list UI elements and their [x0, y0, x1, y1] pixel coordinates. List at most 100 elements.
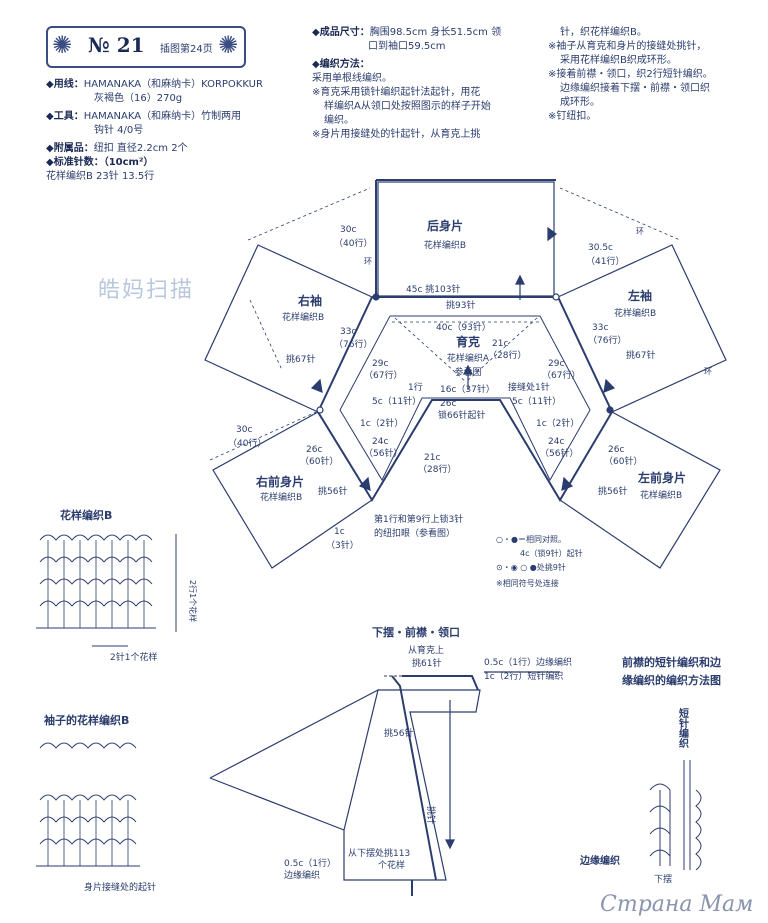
method-chart: [649, 760, 702, 871]
method-line-1: 采用单根线编织。: [312, 73, 392, 84]
accessory-label: ◆附属品：: [46, 143, 94, 154]
dim-26-left: 26c: [306, 445, 322, 455]
method-line-2a: ※育克采用锁针编织起针法起针，用花: [312, 87, 481, 98]
dim-28-bottom: （28行）: [418, 463, 456, 475]
sleeve-b-start: 身片接缝处的起针: [84, 881, 156, 893]
dim-1c-right: 1c（2针）: [536, 417, 579, 429]
hem-from-bottom: 从下摆处挑113: [348, 847, 410, 859]
right-sleeve-title: 右袖: [297, 293, 322, 308]
dim-16: 16c（37针）: [440, 383, 495, 395]
left-sleeve-sub: 花样编织B: [614, 307, 656, 319]
method-line-2c: 编织。: [324, 115, 354, 126]
dim-56-right: （56针）: [540, 447, 578, 459]
back-sub: 花样编织B: [424, 239, 466, 251]
tool-size: 钩针 4/0号: [94, 125, 144, 136]
pick-67-right: 挑67针: [626, 349, 655, 361]
top-45: 45c 挑103针: [406, 283, 460, 295]
badge-page: 插图第24页: [160, 44, 213, 55]
chain-66: 锁66针起针: [438, 409, 485, 421]
left-front-title: 左前身片: [637, 470, 686, 485]
sleeve-b-title: 袖子的花样编织B: [44, 713, 129, 727]
yoke-title: 育克: [456, 334, 480, 349]
badge-right-ornament: ✺: [218, 31, 239, 59]
pattern-b-rows: 2行1个花样: [188, 580, 198, 622]
col3-line-4: ※接着前襟・领口，织2行短针编织。: [548, 69, 713, 80]
gauge-text: 花样编织B 23针 13.5行: [46, 171, 155, 182]
hem-pick-col: 挑针: [425, 806, 437, 824]
ring-label-1: 环: [364, 257, 372, 266]
materials-block: ◆用线：HAMANAKA（和麻纳卡）KORPOKKUR 灰褐色（16）270g …: [46, 78, 296, 184]
dim-26-right: 26c: [608, 445, 624, 455]
method-line-3a: ※身片用接缝处的针起针，从育克上挑: [312, 129, 481, 140]
pattern-b-chart: [36, 534, 177, 647]
brand-watermark: Страна Мам: [600, 892, 754, 917]
right-front-sub: 花样编织B: [260, 491, 302, 503]
front-dim: 30c: [236, 425, 252, 435]
dim-21-top: 21c: [492, 339, 508, 349]
dim-76-left: （76行）: [334, 338, 372, 350]
buttonhole-2: 的纽扣眼（参看图）: [374, 527, 455, 539]
yarn-text: HAMANAKA（和麻纳卡）KORPOKKUR: [83, 79, 263, 90]
dim-67-right: （67行）: [542, 369, 580, 381]
col3-line-2: ※袖子从育克和身片的接缝处挑针，: [548, 41, 707, 52]
yoke-40: 40c（93针）: [436, 321, 491, 333]
legend-1: ○・●＝相同对照。: [496, 534, 566, 544]
dim-67-left: （67行）: [364, 369, 402, 381]
hem-pattern-count: 个花样: [378, 859, 405, 871]
left-sleeve-panel: [557, 244, 727, 413]
hem-title: 下摆・前襟・领口: [372, 625, 460, 639]
gauge-label: ◆标准针数：（10cm²）: [46, 157, 154, 168]
col3-line-6: 成环形。: [560, 97, 600, 108]
accessory-text: 纽扣 直径2.2cm 2个: [93, 143, 188, 154]
dim-24-right: 24c: [548, 437, 564, 447]
dim-56-left: （56针）: [364, 447, 402, 459]
legend-3: ⊙・◉ ○ ●处挑9针: [496, 562, 566, 572]
back-dim-rows: （40行）: [334, 237, 372, 249]
size-text: 胸围98.5cm 身长51.5cm 领: [369, 27, 502, 38]
col3-line-1: 针，织花样编织B。: [560, 27, 647, 38]
yoke-outline: [316, 296, 614, 502]
right-sleeve-sub: 花样编织B: [282, 311, 324, 323]
col3-line-7: ※钉纽扣。: [548, 111, 597, 122]
pick-56-right: 挑56针: [598, 485, 627, 497]
cont-1: 接缝处1针: [508, 381, 550, 393]
pattern-b-repeat: 2针1个花样: [110, 651, 157, 663]
method-edge: 边缘编织: [579, 854, 620, 867]
legend-2: 4c（锁9针）起针: [520, 548, 583, 558]
yoke-ref: 参看图: [454, 366, 481, 378]
dim-29-left: 29c: [372, 359, 388, 369]
right-front-title: 右前身片: [255, 474, 304, 489]
yarn-color: 灰褐色（16）270g: [94, 93, 183, 104]
method-bottom: 下摆: [654, 873, 672, 885]
one-row: 1行: [408, 381, 423, 393]
size-text-2: 口到袖口59.5cm: [368, 41, 446, 52]
yoke-sub: 花样编织A: [447, 352, 490, 364]
dim-28-top: （28行）: [488, 349, 526, 361]
back-dim: 30c: [340, 225, 356, 235]
sleeve-b-chart: [36, 742, 140, 867]
method-col-3: 针，织花样编织B。 ※袖子从育克和身片的接缝处挑针， 采用花样编织B织成环形。 …: [548, 26, 763, 124]
legend-4: ※相同符号处连接: [496, 578, 559, 588]
hem-short-1c: 1c（2行）短针编织: [484, 670, 563, 682]
left-sleeve-title: 左袖: [627, 288, 652, 303]
ring-label-3: 环: [704, 367, 712, 376]
left-front-sub: 花样编织B: [640, 489, 682, 501]
dim-21-bottom: 21c: [424, 453, 440, 463]
pattern-b-title: 花样编织B: [60, 508, 112, 522]
front-dim-rows: （40行）: [228, 437, 266, 449]
dim-29-right: 29c: [548, 359, 564, 369]
dim-76-right: （76行）: [588, 334, 626, 346]
pick-56-left: 挑56针: [318, 485, 347, 497]
buttonhole-1: 第1行和第9行上锁3针: [374, 513, 463, 525]
method-short-v: 短针编织: [677, 707, 689, 749]
tool-text: HAMANAKA（和麻纳卡）竹制两用: [83, 111, 242, 122]
col3-line-5: 边缘编织接着下摆・前襟・领口织: [560, 83, 710, 94]
dim-5-left: 5c（11针）: [372, 395, 421, 407]
method-line-2b: 样编织A从领口处按照图示的样子开始: [324, 101, 491, 112]
pattern-badge: ✺ № 21 插图第24页 ✺: [46, 26, 246, 68]
tool-label: ◆工具：: [46, 111, 84, 122]
method-label: ◆编织方法：: [312, 59, 370, 70]
hem-pick-56: 挑56针: [384, 727, 413, 739]
method-title-1: 前襟的短针编织和边: [622, 655, 722, 669]
hem-edge-05: 0.5c（1行）边缘编织: [484, 656, 572, 668]
